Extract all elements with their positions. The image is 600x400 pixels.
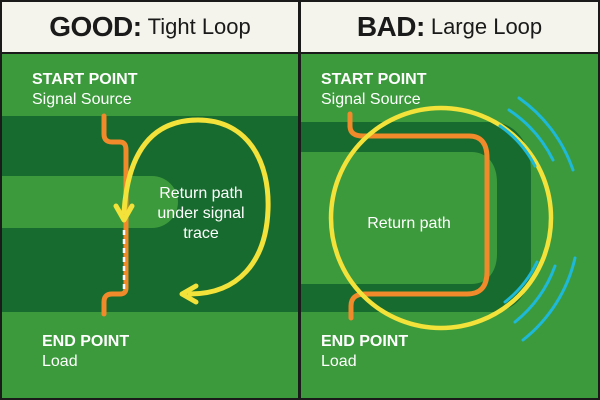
good-note-line: trace — [183, 225, 219, 242]
bad-title-strong: BAD: — [356, 11, 426, 42]
good-return-note: Return path under signal trace — [146, 184, 256, 244]
good-title-strong: GOOD: — [49, 11, 142, 42]
emission-arcs-top — [498, 96, 575, 172]
bad-end-heading: END POINT — [321, 333, 409, 350]
signal-trace — [347, 111, 490, 321]
bad-start-heading: START POINT — [321, 71, 427, 88]
good-end-sub: Load — [42, 353, 78, 370]
bad-end-sub: Load — [321, 353, 357, 370]
good-panel: GOOD: Tight Loop START POINT Signal Sour… — [2, 2, 298, 398]
bad-end-label: END POINT Load — [321, 332, 408, 372]
tight-return-loop — [121, 117, 271, 297]
bad-panel-title: BAD: Large Loop — [301, 2, 598, 54]
good-note-line: Return path — [159, 185, 243, 202]
loop-arrow-down — [113, 203, 135, 223]
good-end-label: END POINT Load — [42, 332, 129, 372]
good-loop-illustration — [2, 113, 298, 317]
ground-plane — [2, 116, 298, 312]
ground-plane — [301, 122, 531, 312]
good-start-label: START POINT Signal Source — [32, 70, 137, 110]
bad-start-sub: Signal Source — [321, 91, 421, 108]
good-start-heading: START POINT — [32, 71, 138, 88]
bad-start-label: START POINT Signal Source — [321, 70, 426, 110]
bad-return-note: Return path — [367, 215, 451, 232]
good-end-heading: END POINT — [42, 333, 130, 350]
bad-title-rest: Large Loop — [430, 14, 543, 39]
good-start-sub: Signal Source — [32, 91, 132, 108]
loop-arrow-left — [179, 283, 199, 305]
good-title-rest: Tight Loop — [147, 14, 251, 39]
large-return-loop — [328, 105, 554, 331]
emission-arcs-bottom — [503, 256, 577, 342]
bad-panel: BAD: Large Loop START POINT Signal Sourc… — [301, 2, 598, 398]
good-panel-title: GOOD: Tight Loop — [2, 2, 298, 54]
bad-loop-illustration — [301, 96, 577, 342]
good-note-line: under signal — [157, 205, 245, 222]
